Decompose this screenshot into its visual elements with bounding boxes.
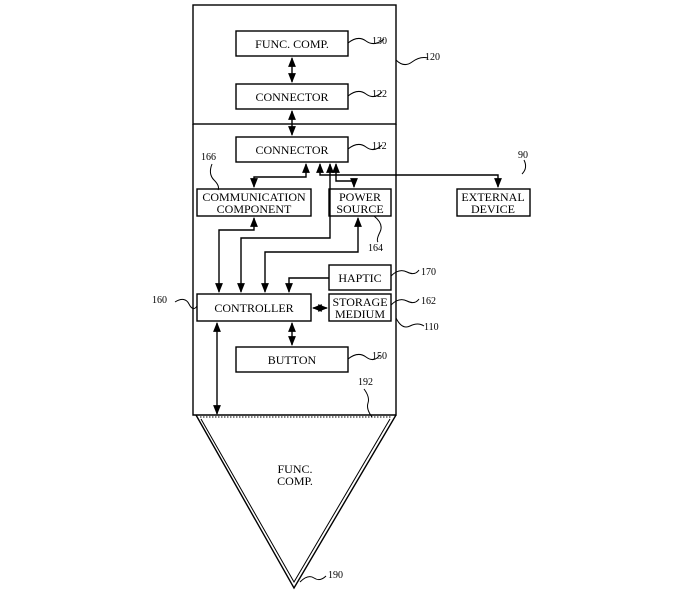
tip-functional-component: FUNC. COMP.	[277, 462, 313, 488]
connections	[213, 57, 502, 415]
ref-162: 162	[421, 296, 436, 307]
power-source: POWER SOURCE	[328, 188, 392, 217]
controller-label: CONTROLLER	[214, 301, 293, 315]
ref-160: 160	[152, 295, 167, 306]
module-connector: CONNECTOR	[235, 83, 349, 110]
external-device: EXTERNAL DEVICE	[456, 188, 531, 217]
ref-110: 110	[424, 322, 439, 333]
storage-medium-label-line2: MEDIUM	[335, 307, 385, 321]
button-component-label: BUTTON	[268, 353, 317, 367]
ref-150: 150	[372, 351, 387, 362]
button-component: BUTTON	[235, 346, 349, 373]
arrow-power-to-controller	[261, 217, 362, 293]
haptic: HAPTIC	[328, 264, 392, 291]
ref-120: 120	[425, 52, 440, 63]
ref-192: 192	[358, 377, 373, 388]
storage-medium-label-line1: STORAGE	[332, 295, 387, 309]
ref-190: 190	[328, 570, 343, 581]
storage-medium: STORAGE MEDIUM	[328, 293, 392, 322]
ref-90: 90	[518, 150, 528, 161]
haptic-label: HAPTIC	[338, 271, 381, 285]
arrow-connector-to-external-device	[316, 163, 502, 188]
tip-functional-component-label-line2: COMP.	[277, 474, 313, 488]
power-source-label-line1: POWER	[339, 190, 381, 204]
ref-166: 166	[201, 152, 216, 163]
tip-functional-component-label-line1: FUNC.	[277, 462, 312, 476]
tip-outline	[195, 414, 397, 590]
external-device-label-line2: DEVICE	[471, 202, 515, 216]
device-housing	[192, 124, 397, 416]
device-connector-label: CONNECTOR	[255, 143, 328, 157]
external-device-label-line1: EXTERNAL	[461, 190, 524, 204]
controller: CONTROLLER	[196, 293, 312, 322]
module-functional-component-label: FUNC. COMP.	[255, 37, 329, 51]
device-connector: CONNECTOR	[235, 136, 349, 163]
reference-numerals: 130 120 122 112 166 90 164 170 162 160 1…	[152, 36, 528, 583]
ref-130: 130	[372, 36, 387, 47]
module-functional-component: FUNC. COMP.	[235, 30, 349, 57]
ref-164: 164	[368, 243, 383, 254]
power-source-label-line2: SOURCE	[336, 202, 383, 216]
ref-170: 170	[421, 267, 436, 278]
communication-component-label-line2: COMPONENT	[217, 202, 292, 216]
arrow-connector-to-communication	[250, 163, 310, 188]
ref-112: 112	[372, 141, 387, 152]
arrow-communication-to-controller	[215, 217, 258, 293]
ref-122: 122	[372, 89, 387, 100]
arrow-haptic-to-controller	[285, 277, 329, 293]
module-connector-label: CONNECTOR	[255, 90, 328, 104]
communication-component: COMMUNICATION COMPONENT	[196, 188, 312, 217]
